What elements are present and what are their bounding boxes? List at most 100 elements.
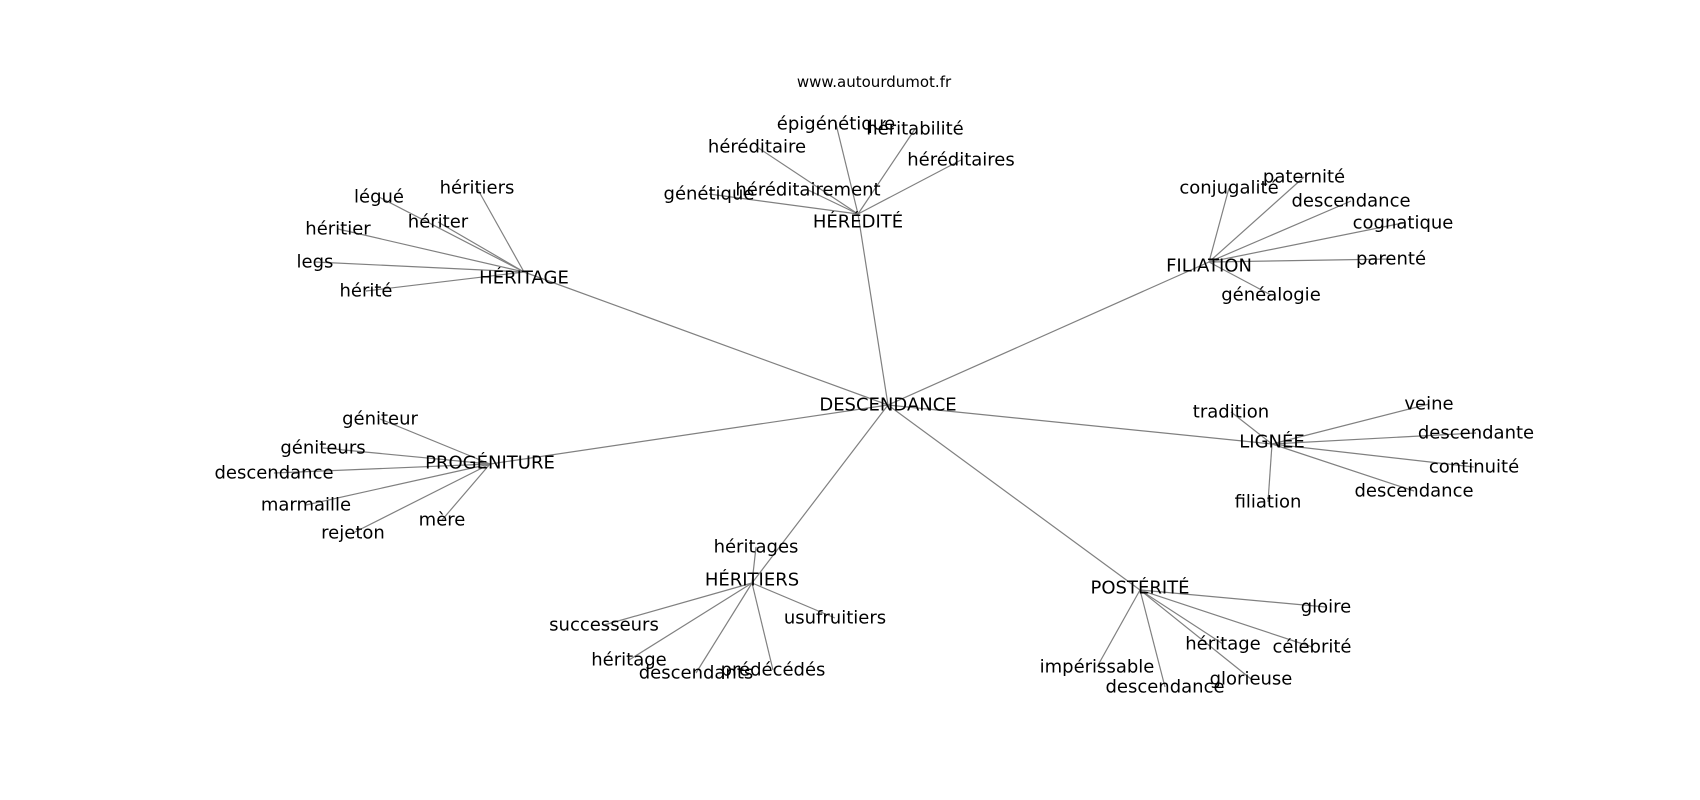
node-word-genetique: génétique [664, 184, 755, 205]
node-hub-heritage: HÉRITAGE [479, 267, 569, 289]
edge-heredite-hereditaire [756, 146, 859, 215]
edge-heritage-heritier [337, 228, 525, 273]
edge-posterite-heritage [1139, 589, 1224, 645]
edge-progeniture-descendance [273, 463, 491, 474]
node-word-marmaille: marmaille [261, 495, 351, 516]
node-word-celebrite: célébrité [1272, 637, 1351, 658]
edge-heritiers-predecedes [751, 582, 774, 671]
edge-filiation-conjugalite [1208, 187, 1230, 263]
edge-heritage-legs [314, 261, 525, 273]
node-word-descendance: descendance [1291, 191, 1410, 212]
edge-progeniture-geniteurs [322, 447, 491, 465]
edge-heritiers-heritage [628, 582, 753, 661]
node-word-parente: parenté [1356, 249, 1426, 270]
edge-center-heritiers [751, 404, 889, 584]
node-word-imperissable: impérissable [1040, 657, 1155, 678]
edge-lignee-filiation [1267, 443, 1273, 503]
node-word-herite: hérité [339, 281, 392, 302]
node-word-heritage: héritage [591, 650, 666, 671]
node-word-paternite: paternité [1263, 167, 1345, 188]
edge-center-filiation [887, 261, 1210, 406]
node-word-descendants: descendants [639, 663, 754, 684]
node-word-heritier: héritier [305, 219, 371, 240]
edge-heritiers-usufruitiers [751, 582, 836, 619]
edge-center-heritage [523, 271, 889, 406]
edge-center-lignee [887, 404, 1273, 445]
edge-lignee-veine [1271, 403, 1430, 445]
node-word-heritabilite: héritabilité [866, 119, 964, 140]
edge-center-heredite [857, 213, 889, 406]
node-word-continuite: continuité [1429, 457, 1519, 478]
edge-posterite-celebrite [1139, 589, 1313, 648]
node-word-filiation: filiation [1235, 492, 1302, 513]
node-word-heriter: hériter [408, 212, 469, 233]
edge-center-posterite [887, 404, 1141, 591]
node-hub-heritiers: HÉRITIERS [705, 569, 799, 591]
node-word-cognatique: cognatique [1353, 213, 1454, 234]
graph-edges [273, 123, 1477, 688]
node-word-heritage: héritage [1185, 634, 1260, 655]
node-word-descendante: descendante [1418, 423, 1534, 444]
node-word-descendance: descendance [1354, 481, 1473, 502]
node-center-descendance: DESCENDANCE [819, 395, 956, 416]
node-word-descendance: descendance [214, 463, 333, 484]
node-word-legue: légué [354, 187, 404, 208]
node-word-gloire: gloire [1301, 597, 1352, 618]
edge-posterite-gloire [1139, 589, 1327, 608]
edge-lignee-continuite [1271, 443, 1475, 468]
edge-filiation-genealogie [1208, 261, 1272, 296]
edge-heritiers-heritages [751, 546, 757, 584]
node-hub-posterite: POSTÉRITÉ [1091, 577, 1190, 599]
edge-posterite-imperissable [1096, 589, 1141, 668]
edge-heredite-heritabilite [857, 128, 916, 215]
node-word-successeurs: successeurs [549, 615, 659, 636]
source-url: www.autourdumot.fr [797, 73, 952, 91]
node-hub-heredite: HÉRÉDITÉ [813, 211, 903, 233]
edge-progeniture-mere [441, 463, 491, 521]
node-word-conjugalite: conjugalité [1179, 178, 1278, 199]
edge-lignee-tradition [1230, 411, 1273, 445]
edge-lignee-descendante [1271, 432, 1477, 445]
edge-progeniture-marmaille [305, 463, 491, 506]
edge-lignee-descendance [1271, 443, 1415, 492]
edge-heredite-epigenetique [835, 123, 859, 215]
edge-center-progeniture [489, 404, 889, 465]
node-word-descendance: descendance [1105, 677, 1224, 698]
node-word-hereditairement: héréditairement [735, 180, 880, 201]
node-word-geniteurs: géniteurs [280, 438, 365, 459]
edge-heritage-heritiers [476, 187, 525, 273]
edge-filiation-paternite [1208, 176, 1305, 263]
node-word-usufruitiers: usufruitiers [784, 608, 886, 629]
edge-filiation-parente [1208, 258, 1392, 263]
node-word-epigenetique: épigénétique [777, 114, 895, 135]
node-word-tradition: tradition [1193, 402, 1269, 423]
edge-filiation-descendance [1208, 200, 1352, 263]
edge-posterite-descendance [1139, 589, 1166, 688]
node-hub-progeniture: PROGÉNITURE [425, 452, 555, 474]
node-word-predecedes: prédécédés [721, 660, 826, 681]
edge-filiation-cognatique [1208, 222, 1404, 263]
node-word-heritiers: héritiers [440, 178, 515, 199]
node-word-mere: mère [419, 510, 466, 531]
node-word-geniteur: géniteur [342, 409, 418, 430]
node-word-genealogie: généalogie [1221, 285, 1321, 306]
edge-heredite-hereditaires [857, 159, 962, 215]
node-hub-filiation: FILIATION [1166, 256, 1252, 277]
node-word-legs: legs [297, 252, 334, 273]
edge-heritage-legue [378, 196, 525, 273]
node-word-hereditaire: héréditaire [708, 137, 806, 158]
edge-progeniture-rejeton [352, 463, 491, 534]
node-word-hereditaires: héréditaires [907, 150, 1015, 171]
node-word-veine: veine [1404, 394, 1453, 415]
edge-heredite-hereditairement [807, 189, 859, 215]
node-hub-lignee: LIGNÉE [1239, 431, 1305, 453]
edge-heritage-herite [365, 271, 525, 292]
edge-heritiers-descendants [695, 582, 753, 674]
edge-heredite-genetique [708, 193, 859, 215]
edge-heritiers-successeurs [603, 582, 753, 626]
edge-posterite-glorieuse [1139, 589, 1252, 680]
node-word-glorieuse: glorieuse [1210, 669, 1293, 690]
edge-progeniture-geniteur [379, 418, 491, 465]
node-word-rejeton: rejeton [321, 523, 385, 544]
